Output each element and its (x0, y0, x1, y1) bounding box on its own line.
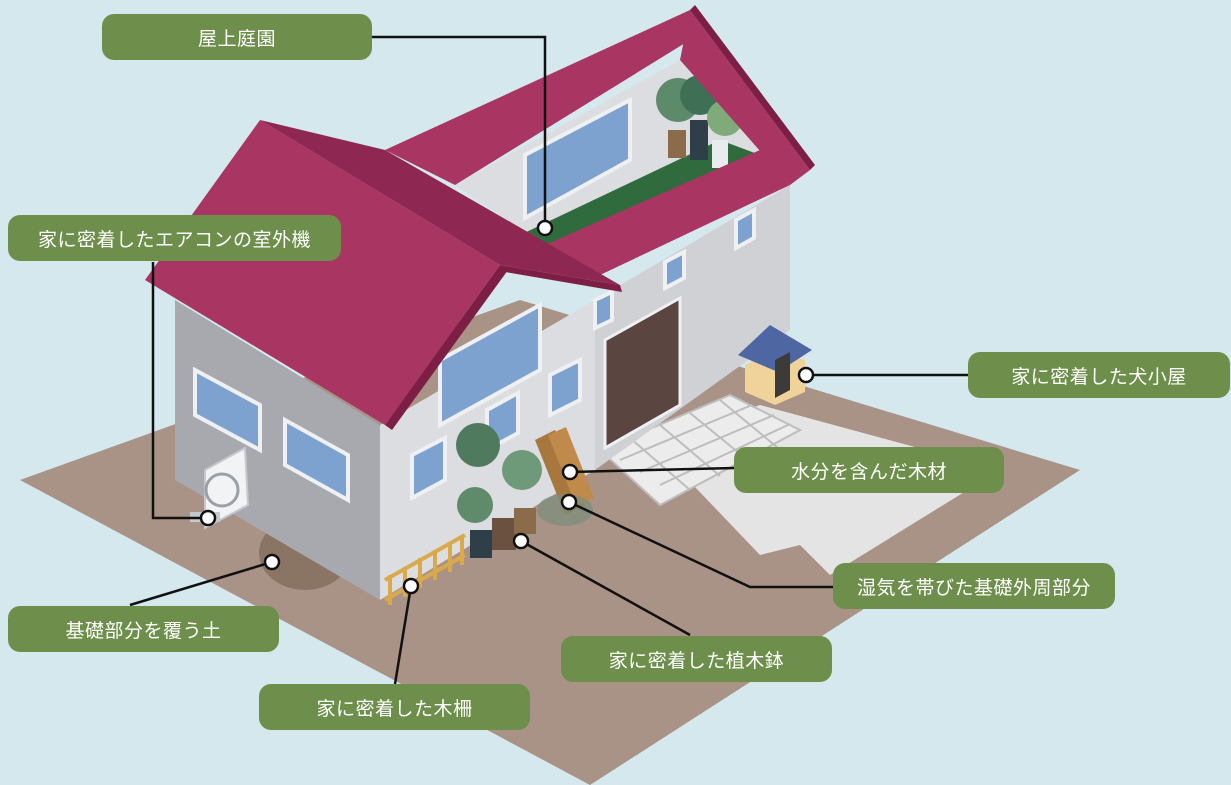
left-wall (175, 300, 380, 600)
upper-roof-left (385, 10, 690, 185)
dot-soil (263, 553, 281, 571)
label-rooftop-garden: 屋上庭園 (102, 14, 372, 60)
label-wet-wood: 水分を含んだ木材 (734, 447, 1004, 493)
label-planters: 家に密着した植木鉢 (561, 636, 832, 682)
label-fence: 家に密着した木柵 (259, 684, 530, 730)
left-windows (193, 366, 350, 504)
leader-aircon (151, 262, 208, 520)
main-roof-edge (385, 265, 508, 430)
upper-roof-right (680, 10, 810, 185)
leader-dots (199, 219, 815, 595)
dot-doghouse (797, 366, 815, 384)
leader-planters (520, 539, 691, 637)
main-roof-left (145, 120, 500, 425)
label-doghouse: 家に密着した犬小屋 (968, 352, 1230, 398)
damp-patch (537, 494, 593, 526)
potted-plants (456, 423, 542, 558)
dot-wood (561, 463, 579, 481)
dot-fence (402, 577, 420, 595)
leader-soil (129, 560, 273, 607)
main-roof-right (260, 120, 620, 285)
leader-rooftop (372, 35, 547, 228)
dot-planters (512, 532, 530, 550)
label-aircon: 家に密着したエアコンの室外機 (8, 215, 341, 261)
paving-stones (598, 393, 803, 507)
label-soil: 基礎部分を覆う土 (8, 606, 279, 652)
leader-lines (129, 35, 968, 685)
rooftop-window (523, 96, 632, 222)
leader-foundation (568, 500, 835, 589)
leader-wood (569, 466, 736, 474)
dot-foundation (560, 493, 578, 511)
doghouse (738, 325, 812, 405)
label-damp-foundation: 湿気を帯びた基礎外周部分 (833, 563, 1115, 609)
upper-roof-ridge (690, 5, 815, 170)
leader-fence (393, 585, 413, 685)
wooden-fence (384, 533, 466, 605)
front-door (603, 295, 682, 451)
dot-aircon (199, 509, 217, 527)
main-roof-eave (500, 265, 622, 292)
dot-rooftop (536, 219, 554, 237)
front-windows (410, 206, 756, 502)
upper-roof-front (455, 150, 790, 275)
